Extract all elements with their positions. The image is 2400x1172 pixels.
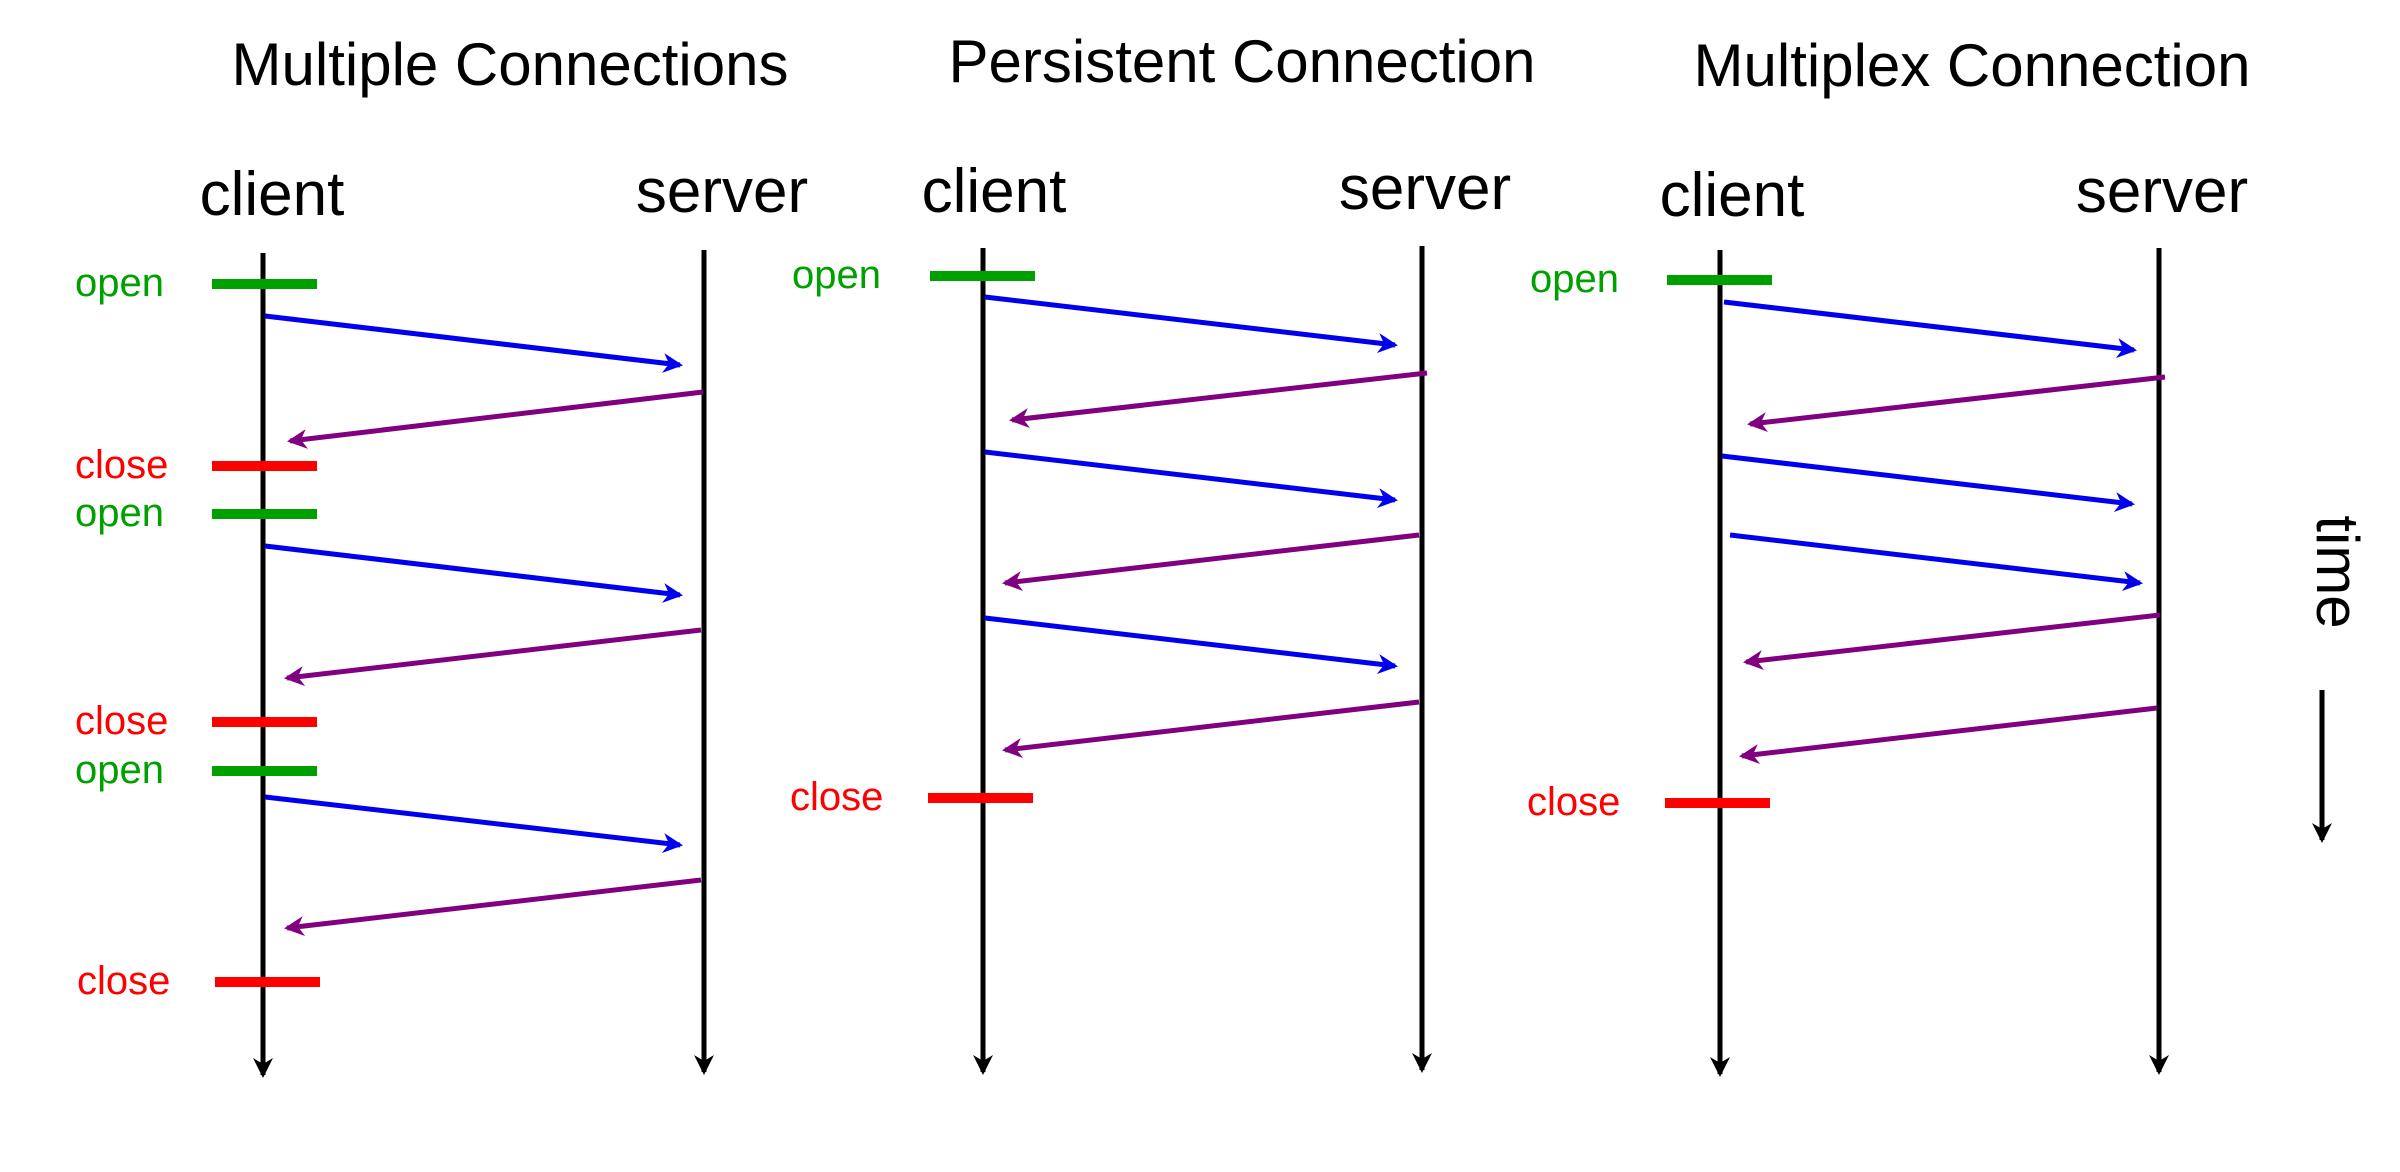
request-arrow (984, 449, 1398, 508)
response-arrow (1002, 699, 1420, 758)
panel-multiple-connections: Multiple Connections client server open … (75, 31, 808, 1078)
close-label: close (790, 775, 883, 819)
request-arrow (1721, 453, 2135, 512)
request-arrow (1723, 299, 2137, 358)
close-label: close (77, 959, 170, 1003)
panel-title: Persistent Connection (949, 28, 1536, 95)
time-label: time (2304, 515, 2371, 628)
close-label: close (75, 699, 168, 743)
response-arrow (284, 627, 702, 686)
open-label: open (75, 261, 164, 305)
open-label: open (1530, 257, 1619, 301)
response-arrow (1002, 532, 1420, 591)
open-label: open (792, 253, 881, 297)
close-label: close (75, 443, 168, 487)
server-label: server (636, 157, 808, 226)
response-arrow (1743, 612, 2161, 671)
response-arrow (287, 389, 704, 449)
request-arrow (984, 294, 1398, 353)
response-arrow (1747, 374, 2166, 433)
request-arrow (984, 615, 1398, 674)
response-arrow (1009, 370, 1428, 429)
response-arrow (284, 877, 702, 936)
server-label: server (1339, 154, 1511, 223)
open-label: open (75, 748, 164, 792)
panel-persistent-connection: Persistent Connection client server open… (790, 28, 1536, 1075)
open-label: open (75, 491, 164, 535)
request-arrow (264, 543, 683, 603)
close-label: close (1527, 780, 1620, 824)
client-label: client (1660, 161, 1805, 230)
time-axis: time (2304, 515, 2371, 843)
panel-title: Multiplex Connection (1694, 32, 2251, 99)
request-arrow (264, 794, 683, 853)
client-label: client (922, 157, 1067, 226)
request-arrow (1729, 532, 2143, 591)
client-label: client (200, 160, 345, 229)
request-arrow (264, 313, 683, 373)
server-label: server (2076, 157, 2248, 226)
panel-title: Multiple Connections (232, 31, 789, 98)
panel-multiplex-connection: Multiplex Connection client server open … (1527, 32, 2251, 1077)
response-arrow (1739, 705, 2158, 764)
